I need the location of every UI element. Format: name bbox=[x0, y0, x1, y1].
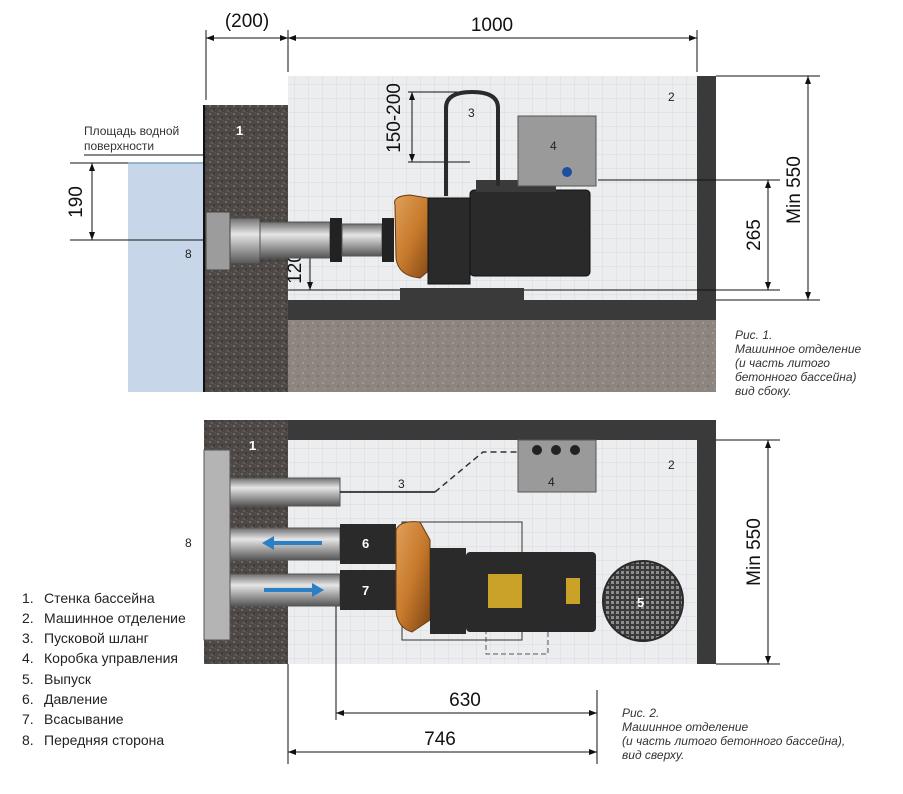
legend-text: Всасывание bbox=[44, 711, 124, 727]
dim-motor-265: 265 bbox=[744, 219, 765, 251]
caption-fig1-line2: Машинное отделение bbox=[735, 342, 861, 356]
suction-coupling bbox=[340, 570, 396, 610]
legend-num: 1. bbox=[22, 590, 34, 606]
legend-text: Машинное отделение bbox=[44, 610, 186, 626]
num-8-top: 8 bbox=[185, 536, 192, 550]
pump-motor-top bbox=[466, 552, 596, 632]
num-6-top: 6 bbox=[362, 536, 369, 551]
start-hose bbox=[444, 89, 500, 196]
legend: 1. Стенка бассейна 2. Машинное отделение… bbox=[22, 590, 186, 748]
pump-housing bbox=[427, 197, 471, 285]
caption-fig2: Рис. 2. Машинное отделение (и часть лито… bbox=[622, 706, 845, 762]
legend-text: Стенка бассейна bbox=[44, 590, 155, 606]
pump-base bbox=[400, 288, 524, 300]
caption-fig1-line3: (и часть литого bbox=[735, 356, 830, 370]
dim-water-190: 190 bbox=[66, 186, 87, 218]
room-wall-right bbox=[697, 76, 716, 300]
pressure-coupling bbox=[340, 524, 396, 564]
caption-fig1-line5: вид сбоку. bbox=[735, 384, 792, 398]
legend-num: 3. bbox=[22, 630, 34, 646]
dim-pipe-120: 120 bbox=[285, 252, 306, 284]
num-5-top: 5 bbox=[637, 595, 644, 610]
num-2-top: 2 bbox=[668, 458, 675, 472]
room-floor-slab bbox=[288, 300, 716, 320]
num-4-top: 4 bbox=[548, 475, 555, 489]
water-surface-label-1: Площадь водной bbox=[84, 124, 179, 138]
legend-num: 5. bbox=[22, 671, 34, 687]
legend-text: Пусковой шланг bbox=[44, 630, 149, 646]
legend-text: Передняя сторона bbox=[44, 732, 164, 748]
side-view: (200) 1000 190 Площадь водной поверхност… bbox=[66, 11, 861, 398]
dim-630: 630 bbox=[449, 690, 481, 711]
num-7-top: 7 bbox=[362, 583, 369, 598]
dim-hose-150-200: 150-200 bbox=[384, 83, 405, 153]
dim-room-width-min550: Min 550 bbox=[744, 518, 765, 586]
legend-text: Давление bbox=[44, 691, 108, 707]
pump-volute bbox=[394, 194, 433, 279]
legend-num: 7. bbox=[22, 711, 34, 727]
dim-wall-200: (200) bbox=[225, 11, 269, 32]
pump-motor bbox=[469, 189, 591, 277]
caption-fig1-line4: бетонного бассейна) bbox=[735, 370, 857, 384]
num-4: 4 bbox=[550, 139, 557, 153]
legend-num: 6. bbox=[22, 691, 34, 707]
legend-text: Выпуск bbox=[44, 671, 92, 687]
legend-num: 8. bbox=[22, 732, 34, 748]
caption-fig2-line1: Рис. 2. bbox=[622, 706, 659, 720]
caption-fig2-line2: Машинное отделение bbox=[622, 720, 748, 734]
caption-fig2-line4: вид сверху. bbox=[622, 748, 684, 762]
dim-746: 746 bbox=[424, 729, 456, 750]
dim-room-1000: 1000 bbox=[471, 15, 513, 36]
legend-text: Коробка управления bbox=[44, 650, 178, 666]
num-3-top: 3 bbox=[398, 477, 405, 491]
legend-num: 2. bbox=[22, 610, 34, 626]
ground bbox=[288, 320, 716, 392]
num-8: 8 bbox=[185, 247, 192, 261]
num-1: 1 bbox=[236, 123, 243, 138]
legend-num: 4. bbox=[22, 650, 34, 666]
num-3: 3 bbox=[468, 106, 475, 120]
wall-fitting bbox=[205, 211, 231, 271]
water-surface-label-2: поверхности bbox=[84, 139, 154, 153]
num-2: 2 bbox=[668, 90, 675, 104]
control-box bbox=[517, 115, 597, 187]
top-down-view: Min 550 630 746 1 2 3 4 5 6 7 8 Рис. 2. … bbox=[185, 420, 845, 764]
caption-fig2-line3: (и часть литого бетонного бассейна), bbox=[622, 734, 845, 748]
caption-fig1-line1: Рис. 1. bbox=[735, 328, 772, 342]
caption-fig1: Рис. 1. Машинное отделение (и часть лито… bbox=[735, 328, 861, 398]
pool-water bbox=[128, 163, 204, 392]
outlet-grill bbox=[602, 560, 684, 642]
front-plate bbox=[203, 449, 231, 641]
pump-volute-top bbox=[395, 521, 431, 633]
dim-room-min550: Min 550 bbox=[784, 156, 805, 224]
num-1-top: 1 bbox=[249, 438, 256, 453]
